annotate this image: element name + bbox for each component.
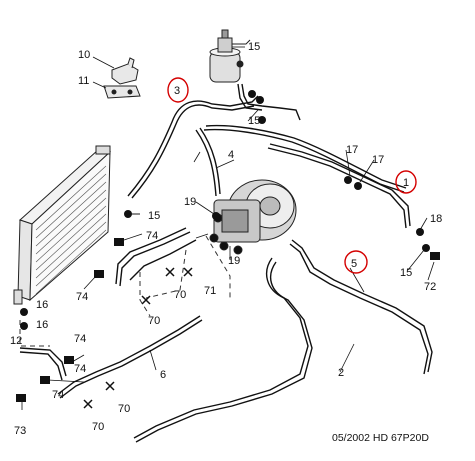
pipe-1: [267, 147, 407, 229]
label-12: 12: [10, 335, 22, 347]
label-73: 73: [14, 425, 26, 437]
highlight-5: [344, 250, 368, 274]
dehydrator-bottle: [209, 29, 251, 83]
label-4: 4: [228, 149, 234, 161]
label-74-c: 74: [74, 333, 86, 345]
bracket-11: [103, 85, 141, 99]
bracket-10: [111, 57, 139, 85]
label-5: 5: [351, 258, 357, 270]
label-74-e: 74: [52, 389, 64, 401]
label-17-right: 17: [372, 154, 384, 166]
highlight-1: [395, 170, 417, 194]
label-70-d: 70: [92, 421, 104, 433]
label-15-mid: 15: [248, 115, 260, 127]
pipe-6: [57, 315, 201, 395]
label-3: 3: [174, 85, 180, 97]
label-19-bottom: 19: [228, 255, 240, 267]
diagram-reference-code: 05/2002 HD 67P20D: [332, 432, 429, 444]
label-18: 18: [430, 213, 442, 225]
label-74-a: 74: [146, 230, 158, 242]
label-10: 10: [78, 49, 90, 61]
label-74-d: 74: [74, 363, 86, 375]
label-11: 11: [78, 75, 89, 87]
label-15-right: 15: [400, 267, 412, 279]
label-17-left: 17: [346, 144, 358, 156]
label-74-b: 74: [76, 291, 88, 303]
seals: [16, 90, 440, 402]
pipes: [19, 83, 433, 443]
compressor: [209, 179, 297, 255]
highlight-circles: [167, 77, 417, 274]
pipe-3: [127, 95, 259, 197]
label-71: 71: [204, 285, 216, 297]
pipe-2: [133, 257, 309, 439]
label-16-a: 16: [36, 299, 48, 311]
label-15-left: 15: [148, 210, 160, 222]
label-19-top: 19: [184, 196, 196, 208]
label-72: 72: [424, 281, 436, 293]
label-2: 2: [338, 367, 344, 379]
label-70-b: 70: [148, 315, 160, 327]
label-15-top: 15: [248, 41, 260, 53]
label-70-c: 70: [118, 403, 130, 415]
label-70-a: 70: [174, 289, 186, 301]
part-labels: 10 11 3 15 15 4 17 17 1 19 15 74 18 19 5…: [10, 41, 442, 437]
label-16-b: 16: [36, 319, 48, 331]
label-6: 6: [160, 369, 166, 381]
highlight-3: [167, 77, 189, 103]
pipe-4: [195, 129, 217, 197]
pipe-5: [289, 243, 429, 375]
label-1: 1: [403, 177, 409, 189]
condenser: [13, 145, 112, 305]
cross-fasteners: [83, 267, 193, 409]
